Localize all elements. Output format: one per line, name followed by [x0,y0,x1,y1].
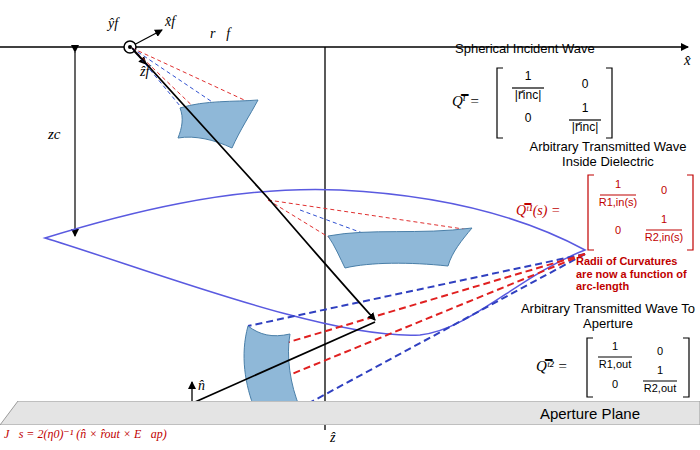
incident-wavefront [178,100,258,148]
matrix-entry: 1 [615,178,621,191]
wave-title: Arbitrary Transmitted Wave To Aperture [520,302,696,332]
internal-wavefront [328,228,472,268]
plane-label: Aperture Plane [540,405,640,422]
matrix-entry: 0 [525,112,532,126]
axis-label: x̂f [165,14,175,30]
matrix-brackets [497,68,612,138]
wave-title: Arbitrary Transmitted Wave Inside Dielec… [520,140,696,170]
note: Radii of Curvatures are now a function o… [576,255,696,293]
yf-axis-dot [128,45,132,49]
matrix-entry: 1 [525,70,532,84]
matrix-entry: R1,in(s) [599,196,638,209]
matrix-entry: 0 [661,184,667,197]
matrix-entry: 0 [615,224,621,237]
position-vector: r⃗f [210,26,230,42]
ray [132,48,375,320]
matrix-brackets [587,338,689,397]
z-axis [324,47,325,430]
plane-band [0,401,700,425]
normal-label: n̂ [198,378,205,394]
matrix-entry: 0 [657,345,663,358]
matrix-name: Q̿ⁱ = [452,93,480,110]
exit-cone [248,254,585,408]
matrix-entry: |r⃗inc| [572,121,599,135]
matrix-name: Q̿ᵗ¹(s) = [516,203,560,219]
dimension-label: zc [48,126,61,143]
axis-label: ẑ [330,430,335,446]
matrix-brackets [588,175,693,250]
matrix-entry: 0 [582,78,589,92]
dielectric-outline [45,189,585,335]
exit-ray [195,322,375,402]
matrix-entry: R2,in(s) [645,231,684,244]
current-equation: J⃗s = 2(η0)⁻¹ (n̂ × r̂out × E⃗ap) [4,428,167,442]
matrix-entry: 0 [612,378,618,391]
matrix-name: Q̿ᵗ² = [536,358,568,375]
axis-label: x̂ [684,52,691,69]
axis-label: ẑf [140,64,149,80]
aperture-plane: Aperture Plane [0,401,700,425]
matrix-entry: 1 [657,364,663,377]
matrix-entry: |r⃗inc| [515,89,542,103]
axis-label: ŷf [108,16,118,32]
zc-dimension [74,52,75,236]
matrix-entry: R2,out [644,382,676,395]
matrix-entry: 1 [612,340,618,353]
matrix-entry: R1,out [599,358,631,371]
wave-title: Spherical Incident Wave [455,42,595,57]
matrix-entry: 1 [661,213,667,226]
matrix-entry: 1 [582,102,589,116]
